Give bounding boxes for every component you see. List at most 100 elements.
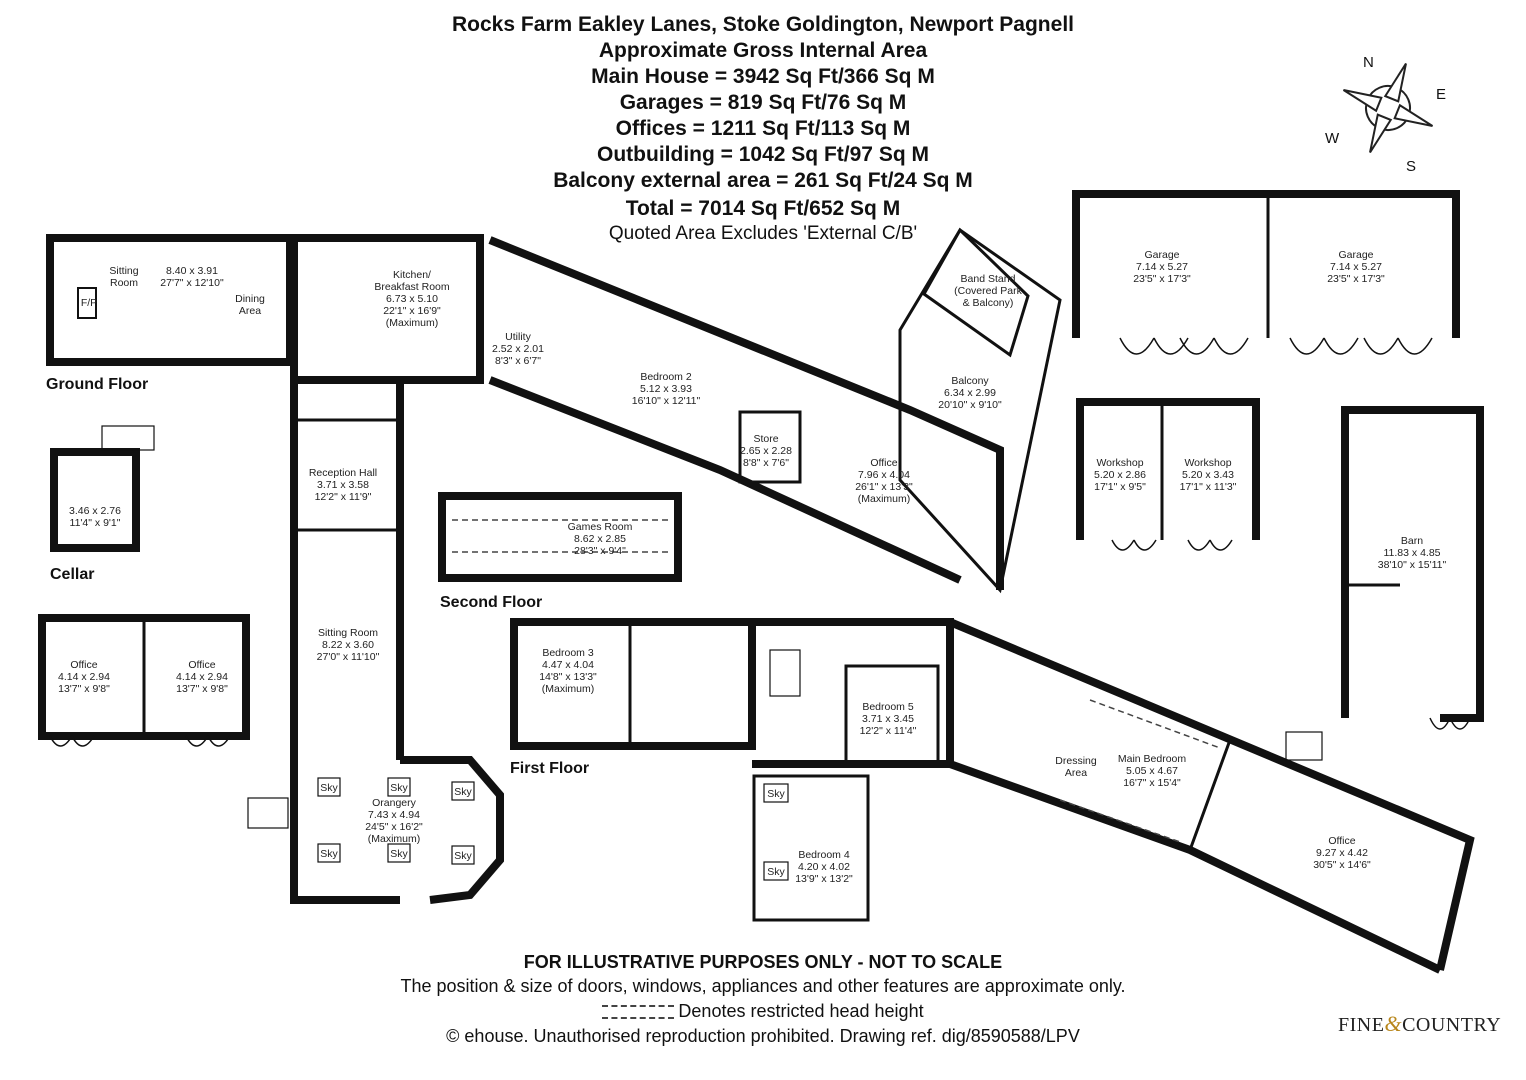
bedroom5-imperial: 12'2" x 11'4"	[860, 725, 917, 737]
bedroom3-imperial: 14'8" x 13'3"	[539, 671, 597, 683]
bandstand-line2: (Covered Park	[954, 285, 1022, 297]
office-first-dims: 9.27 x 4.42	[1316, 847, 1368, 859]
barn-doors-icon	[1429, 717, 1471, 730]
office-first-name: Office	[1328, 835, 1355, 847]
bedroom3-dims: 4.47 x 4.04	[542, 659, 594, 671]
first-floor-label: First Floor	[510, 760, 590, 777]
position-disclaimer: The position & size of doors, windows, a…	[400, 976, 1126, 996]
store-name: Store	[753, 433, 778, 445]
kitchen-dims: 6.73 x 5.10	[386, 293, 438, 305]
restricted-height-legend: Denotes restricted head height	[0, 999, 1526, 1023]
skylight-icon	[317, 777, 341, 797]
balcony-imperial: 20'10" x 9'10"	[938, 399, 1002, 411]
games-dims: 8.62 x 2.85	[574, 533, 626, 545]
store-imperial: 8'8" x 7'6"	[743, 457, 789, 469]
offices-area: Offices = 1211 Sq Ft/113 Sq M	[615, 117, 911, 140]
sitting1-dims: 8.40 x 3.91	[166, 265, 218, 277]
fine-and-country-logo: FINE&COUNTRY	[1338, 1011, 1501, 1037]
dining-name2: Area	[239, 305, 261, 317]
diagonal-wing-north-wall	[488, 236, 1004, 590]
office-right-imperial: 13'7" x 9'8"	[176, 683, 228, 695]
workshop1-dims: 5.20 x 2.86	[1094, 469, 1146, 481]
barn-imperial: 38'10" x 15'11"	[1378, 559, 1447, 571]
orangery-imperial: 24'5" x 16'2"	[365, 821, 423, 833]
fireplace-label: F/P	[81, 297, 97, 309]
ground-floor-label: Ground Floor	[46, 376, 149, 393]
workshop1-name: Workshop	[1096, 457, 1143, 469]
balcony-name: Balcony	[951, 375, 989, 387]
first-floor-stairs-icon	[769, 649, 801, 697]
second-floor-label: Second Floor	[440, 594, 543, 611]
bedroom2-name: Bedroom 2	[640, 371, 692, 383]
main-bedroom-dims: 5.05 x 4.67	[1126, 765, 1178, 777]
sitting2-dims: 8.22 x 3.60	[322, 639, 374, 651]
compass-icon	[1342, 62, 1434, 154]
office-first-imperial: 30'5" x 14'6"	[1313, 859, 1371, 871]
workshop1-imperial: 17'1" x 9'5"	[1094, 481, 1146, 493]
skylight-icon	[387, 843, 411, 863]
office-main-note: (Maximum)	[858, 493, 911, 505]
logo-right-text: COUNTRY	[1402, 1014, 1502, 1036]
bedroom3-name: Bedroom 3	[542, 647, 594, 659]
sitting1-imperial: 27'7" x 12'10"	[160, 277, 224, 289]
utility-imperial: 8'3" x 6'7"	[495, 355, 541, 367]
bedroom2-imperial: 16'10" x 12'11"	[632, 395, 701, 407]
main-bedroom-office-partition	[1188, 739, 1232, 851]
skylight-label: Sky	[390, 848, 408, 860]
reception-name: Reception Hall	[309, 467, 377, 479]
workshop2-dims: 5.20 x 3.43	[1182, 469, 1234, 481]
garage2-name: Garage	[1338, 249, 1373, 261]
kitchen-name: Kitchen/	[393, 269, 431, 281]
store-dims: 2.65 x 2.28	[740, 445, 792, 457]
main-bedroom-imperial: 16'7" x 15'4"	[1123, 777, 1181, 789]
skylight-label: Sky	[390, 782, 408, 794]
sitting1-name: Sitting	[109, 265, 138, 277]
reception-dims: 3.71 x 3.58	[317, 479, 369, 491]
bedroom3-note: (Maximum)	[542, 683, 595, 695]
hall-west-wall	[290, 380, 400, 904]
restricted-height-text: Denotes restricted head height	[678, 1001, 924, 1021]
orangery-note: (Maximum)	[368, 833, 421, 845]
outbuilding-area: Outbuilding = 1042 Sq Ft/97 Sq M	[597, 143, 929, 166]
compass-west-label: W	[1325, 130, 1340, 147]
bedroom4-name: Bedroom 4	[798, 849, 850, 861]
garage2-doors-icon	[1289, 337, 1433, 355]
first-floor-middle-walls	[752, 618, 954, 768]
illustrative-notice: FOR ILLUSTRATIVE PURPOSES ONLY - NOT TO …	[523, 952, 1003, 972]
workshop2-name: Workshop	[1184, 457, 1231, 469]
orangery-dims: 7.43 x 4.94	[368, 809, 420, 821]
garage1-dims: 7.14 x 5.27	[1136, 261, 1188, 273]
fireplace-icon	[77, 287, 97, 319]
workshops-walls	[1076, 398, 1260, 540]
garage2-imperial: 23'5" x 17'3"	[1327, 273, 1385, 285]
barn-walls	[1341, 406, 1484, 722]
logo-ampersand: &	[1384, 1011, 1403, 1036]
games-name: Games Room	[568, 521, 633, 533]
restricted-height-dash-icon	[602, 1005, 675, 1020]
dressing-name: Dressing	[1055, 755, 1097, 767]
garage1-name: Garage	[1144, 249, 1179, 261]
bandstand-name: Band Stand	[961, 273, 1016, 285]
compass-east-label: E	[1436, 86, 1447, 103]
bedroom5-name: Bedroom 5	[862, 701, 914, 713]
offices-doors-icon	[49, 735, 231, 747]
garage2-dims: 7.14 x 5.27	[1330, 261, 1382, 273]
games-room-walls	[438, 492, 682, 582]
total-area: Total = 7014 Sq Ft/652 Sq M	[625, 197, 901, 220]
main-bed-restricted-line-bottom	[1059, 799, 1181, 843]
logo-left-text: FINE	[1338, 1014, 1385, 1036]
bedroom2-dims: 5.12 x 3.93	[640, 383, 692, 395]
skylight-label: Sky	[767, 866, 785, 878]
skylight-icon	[451, 781, 475, 801]
office-main-imperial: 26'1" x 13'3"	[855, 481, 913, 493]
bandstand-outline	[922, 227, 1030, 358]
skylight-label: Sky	[454, 850, 472, 862]
sitting2-name: Sitting Room	[318, 627, 378, 639]
first-floor-east-north-wall	[948, 618, 1475, 971]
diagonal-wing-south-wall	[488, 376, 962, 584]
sitting2-imperial: 27'0" x 11'10"	[317, 651, 380, 663]
skylight-icon	[451, 845, 475, 865]
bedroom5-dims: 3.71 x 3.45	[862, 713, 914, 725]
cellar-stairs-icon	[101, 425, 155, 451]
